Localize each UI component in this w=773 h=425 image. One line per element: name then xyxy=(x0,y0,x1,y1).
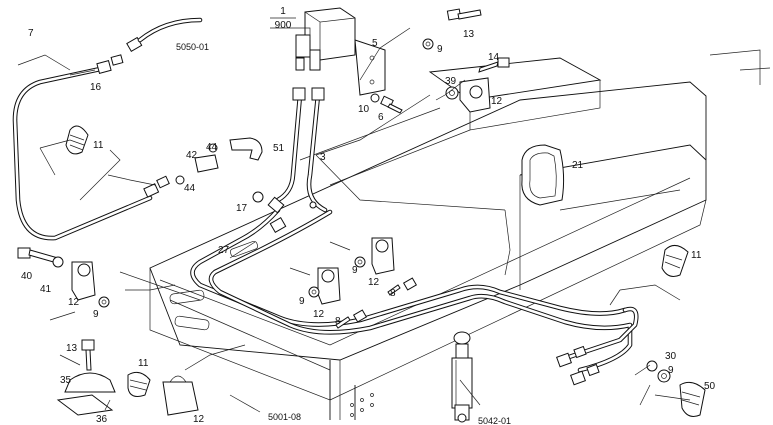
callout-3: 3 xyxy=(320,152,326,163)
callout-9-mid-b: 9 xyxy=(352,265,358,276)
callout-5: 5 xyxy=(372,38,378,49)
callout-13-bottom: 13 xyxy=(66,343,78,354)
callout-13-top: 13 xyxy=(463,29,475,40)
callout-44-bottom: 44 xyxy=(184,183,196,194)
callout-21: 21 xyxy=(572,160,584,171)
callout-1: 1 xyxy=(280,6,286,17)
chassis-frame xyxy=(149,49,771,420)
leader-lines xyxy=(17,27,691,413)
callout-14: 14 xyxy=(488,52,500,63)
callout-7: 7 xyxy=(28,28,34,39)
callout-16: 16 xyxy=(90,82,102,93)
callout-11-top: 11 xyxy=(93,140,104,151)
callout-9-right: 9 xyxy=(668,365,674,376)
clamp-brackets xyxy=(71,77,491,416)
hydraulic-pipes xyxy=(12,65,639,373)
callout-44-top: 44 xyxy=(206,142,218,153)
callout-36: 36 xyxy=(96,414,108,425)
callout-6: 6 xyxy=(378,112,384,123)
callout-30: 30 xyxy=(665,351,677,362)
shock-absorber xyxy=(451,331,473,423)
callout-17: 17 xyxy=(236,203,248,214)
valve-block xyxy=(295,7,386,96)
callout-50: 50 xyxy=(704,381,716,392)
callout-41: 41 xyxy=(40,284,52,295)
callout-39: 39 xyxy=(445,76,457,87)
callout-35: 35 xyxy=(60,375,72,386)
ref-5050-01: 5050-01 xyxy=(176,42,209,52)
callout-12-left: 12 xyxy=(68,297,80,308)
callout-51: 51 xyxy=(273,143,285,154)
callout-11-right: 11 xyxy=(691,250,702,261)
ref-5042-01: 5042-01 xyxy=(478,416,511,425)
callout-8-a: 8 xyxy=(335,316,341,327)
clip-parts xyxy=(65,125,706,417)
callout-12-top: 12 xyxy=(491,96,503,107)
ref-5001-08: 5001-08 xyxy=(268,412,301,422)
bolts-and-nuts xyxy=(17,8,671,416)
callout-12-bottom: 12 xyxy=(193,414,205,425)
callout-900: 900 xyxy=(275,20,292,31)
pipe-fittings xyxy=(96,17,600,386)
callout-11-bottom: 11 xyxy=(138,358,149,369)
callout-27: 27 xyxy=(218,245,230,256)
callout-42: 42 xyxy=(186,150,198,161)
callout-9-left: 9 xyxy=(93,309,99,320)
callout-labels: 1 900 5 7 16 11 13 9 14 39 12 10 6 44 42… xyxy=(21,6,716,425)
callout-8-b: 8 xyxy=(390,288,396,299)
callout-12-mid-a: 12 xyxy=(313,309,325,320)
callout-9-mid-a: 9 xyxy=(299,296,305,307)
rubber-boot-part xyxy=(521,144,565,206)
callout-9-top: 9 xyxy=(437,44,443,55)
callout-10: 10 xyxy=(358,104,370,115)
callout-12-mid-b: 12 xyxy=(368,277,380,288)
callout-40: 40 xyxy=(21,271,33,282)
